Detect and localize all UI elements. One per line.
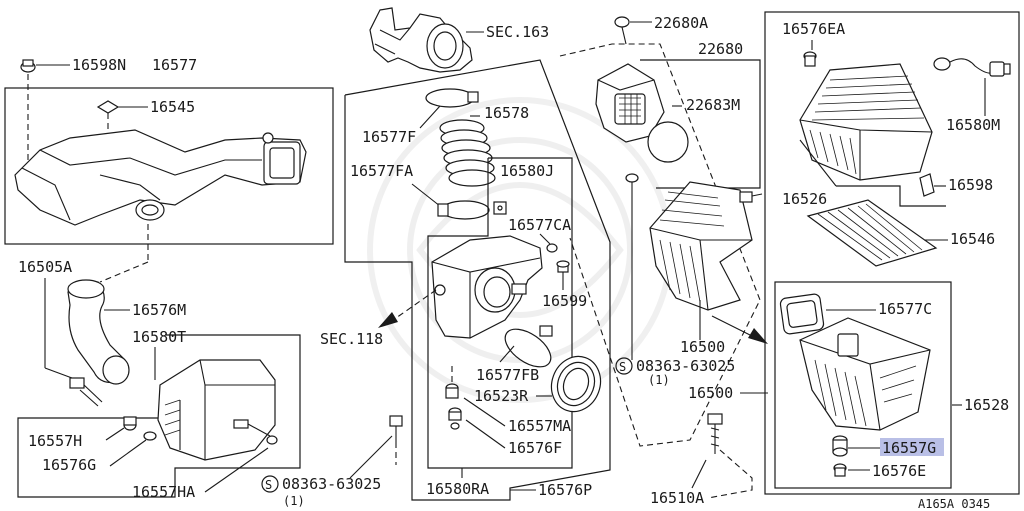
label-16576P: 16576P: [538, 481, 592, 499]
screw-mid[interactable]: [625, 173, 639, 196]
grommet-16557G[interactable]: [832, 435, 848, 457]
label-16557H: 16557H: [28, 432, 82, 450]
label-sec118: SEC.118: [320, 330, 383, 348]
center-section: SEC.163 16577F 16578 16577FA: [320, 7, 611, 501]
label-16577C: 16577C: [878, 300, 932, 318]
clip-16576G[interactable]: [143, 431, 157, 441]
box-16580T: [17, 334, 301, 498]
bolt-left[interactable]: [69, 377, 103, 407]
gasket-22683M[interactable]: [647, 121, 689, 163]
label-08363-left-qty: (1): [283, 494, 305, 508]
label-16576F: 16576F: [508, 439, 562, 457]
label-16557G[interactable]: 16557G: [882, 439, 936, 457]
label-16577F: 16577F: [362, 128, 416, 146]
throttle-body-sec163[interactable]: [369, 7, 473, 73]
label-16557MA: 16557MA: [508, 417, 571, 435]
clamp-16577F[interactable]: [425, 88, 479, 108]
center-right-section: 22680A 22680 22683M: [559, 14, 768, 507]
arrow-sec118: [378, 312, 398, 328]
dashed-bracket-maf: [559, 43, 761, 447]
air-cleaner-cover-16526[interactable]: [799, 63, 933, 181]
s-symbol-left-text: S: [265, 478, 272, 492]
sensor-16580M[interactable]: [933, 57, 1011, 77]
label-22680: 22680: [698, 40, 743, 58]
clip-16576EA[interactable]: [803, 51, 817, 67]
label-16598: 16598: [948, 176, 993, 194]
clip-16598[interactable]: [919, 173, 935, 197]
clamp-16577FB[interactable]: [499, 322, 558, 375]
grommet-16599[interactable]: [556, 260, 570, 273]
label-16510A: 16510A: [650, 489, 704, 507]
label-16526: 16526: [782, 190, 827, 208]
label-16577: 16577: [152, 56, 197, 74]
grommet-16557H[interactable]: [123, 416, 137, 431]
label-16576M: 16576M: [132, 301, 186, 319]
clamp-16577FA[interactable]: [437, 200, 490, 220]
label-16576E: 16576E: [872, 462, 926, 480]
label-sec163: SEC.163: [486, 23, 549, 41]
label-22683M: 22683M: [686, 96, 740, 114]
label-16500-right: 16500: [688, 384, 733, 402]
label-16577FB: 16577FB: [476, 366, 539, 384]
bolt-08363-left[interactable]: [389, 415, 403, 442]
label-16580T: 16580T: [132, 328, 186, 346]
box-16598: [836, 185, 946, 207]
clip-16576F[interactable]: [448, 407, 462, 430]
resonator-16580T[interactable]: [157, 359, 278, 461]
label-08363-mid: 08363-63025: [636, 357, 735, 375]
label-16580J: 16580J: [500, 162, 554, 180]
s-symbol-mid-text: S: [619, 360, 626, 374]
label-16523R: 16523R: [474, 387, 529, 405]
box-center-assembly: [344, 59, 611, 501]
hose-16576M[interactable]: [67, 279, 130, 385]
label-16578: 16578: [484, 104, 529, 122]
diagram-code: A165A 0345: [918, 497, 990, 511]
s-symbol-left: [261, 475, 279, 493]
box-lower-case: [774, 281, 952, 489]
label-16546: 16546: [950, 230, 995, 248]
label-22680A: 22680A: [654, 14, 708, 32]
seal-16577C[interactable]: [779, 293, 825, 335]
bracket-16580J[interactable]: [493, 201, 507, 215]
s-symbol-mid: [615, 357, 633, 375]
label-16580RA: 16580RA: [426, 480, 489, 498]
label-16577CA: 16577CA: [508, 216, 571, 234]
label-08363-mid-qty: (1): [648, 373, 670, 387]
air-cleaner-upper-16500[interactable]: [649, 181, 763, 311]
label-16576EA: 16576EA: [782, 20, 845, 38]
bolt-16510A[interactable]: [707, 413, 723, 454]
label-16576G: 16576G: [42, 456, 96, 474]
clip-16576E[interactable]: [833, 463, 847, 477]
left-section: 16598N 16577 16545 16505A: [4, 56, 403, 508]
label-16557HA: 16557HA: [132, 483, 195, 501]
ring-16577CA[interactable]: [546, 243, 558, 253]
clip-16598N[interactable]: [20, 59, 36, 73]
label-16528: 16528: [964, 396, 1009, 414]
box-16577: [4, 87, 334, 245]
lower-case-16528[interactable]: [799, 317, 931, 431]
grommet-16557MA[interactable]: [445, 383, 459, 399]
seal-16523R[interactable]: [544, 349, 608, 418]
filter-element-16546[interactable]: [806, 199, 938, 267]
box-16528: [764, 11, 1020, 495]
label-08363-left: 08363-63025: [282, 475, 381, 493]
label-16505A: 16505A: [18, 258, 72, 276]
highlight-16557G: [880, 438, 944, 456]
screw-22680A[interactable]: [614, 16, 630, 45]
label-16598N: 16598N: [72, 56, 126, 74]
right-section: 16576EA 16580M 16526: [764, 11, 1020, 495]
label-16580M: 16580M: [946, 116, 1000, 134]
label-16599: 16599: [542, 292, 587, 310]
label-16500-mid: 16500: [680, 338, 725, 356]
label-16545: 16545: [150, 98, 195, 116]
arrow-to-lower-case: [748, 328, 768, 344]
air-duct-16577[interactable]: [14, 129, 307, 226]
box-16580RA: [427, 157, 573, 469]
label-16577FA: 16577FA: [350, 162, 413, 180]
air-flow-housing-16580RA[interactable]: [431, 235, 543, 339]
bellows-hose-16578[interactable]: [439, 119, 496, 187]
